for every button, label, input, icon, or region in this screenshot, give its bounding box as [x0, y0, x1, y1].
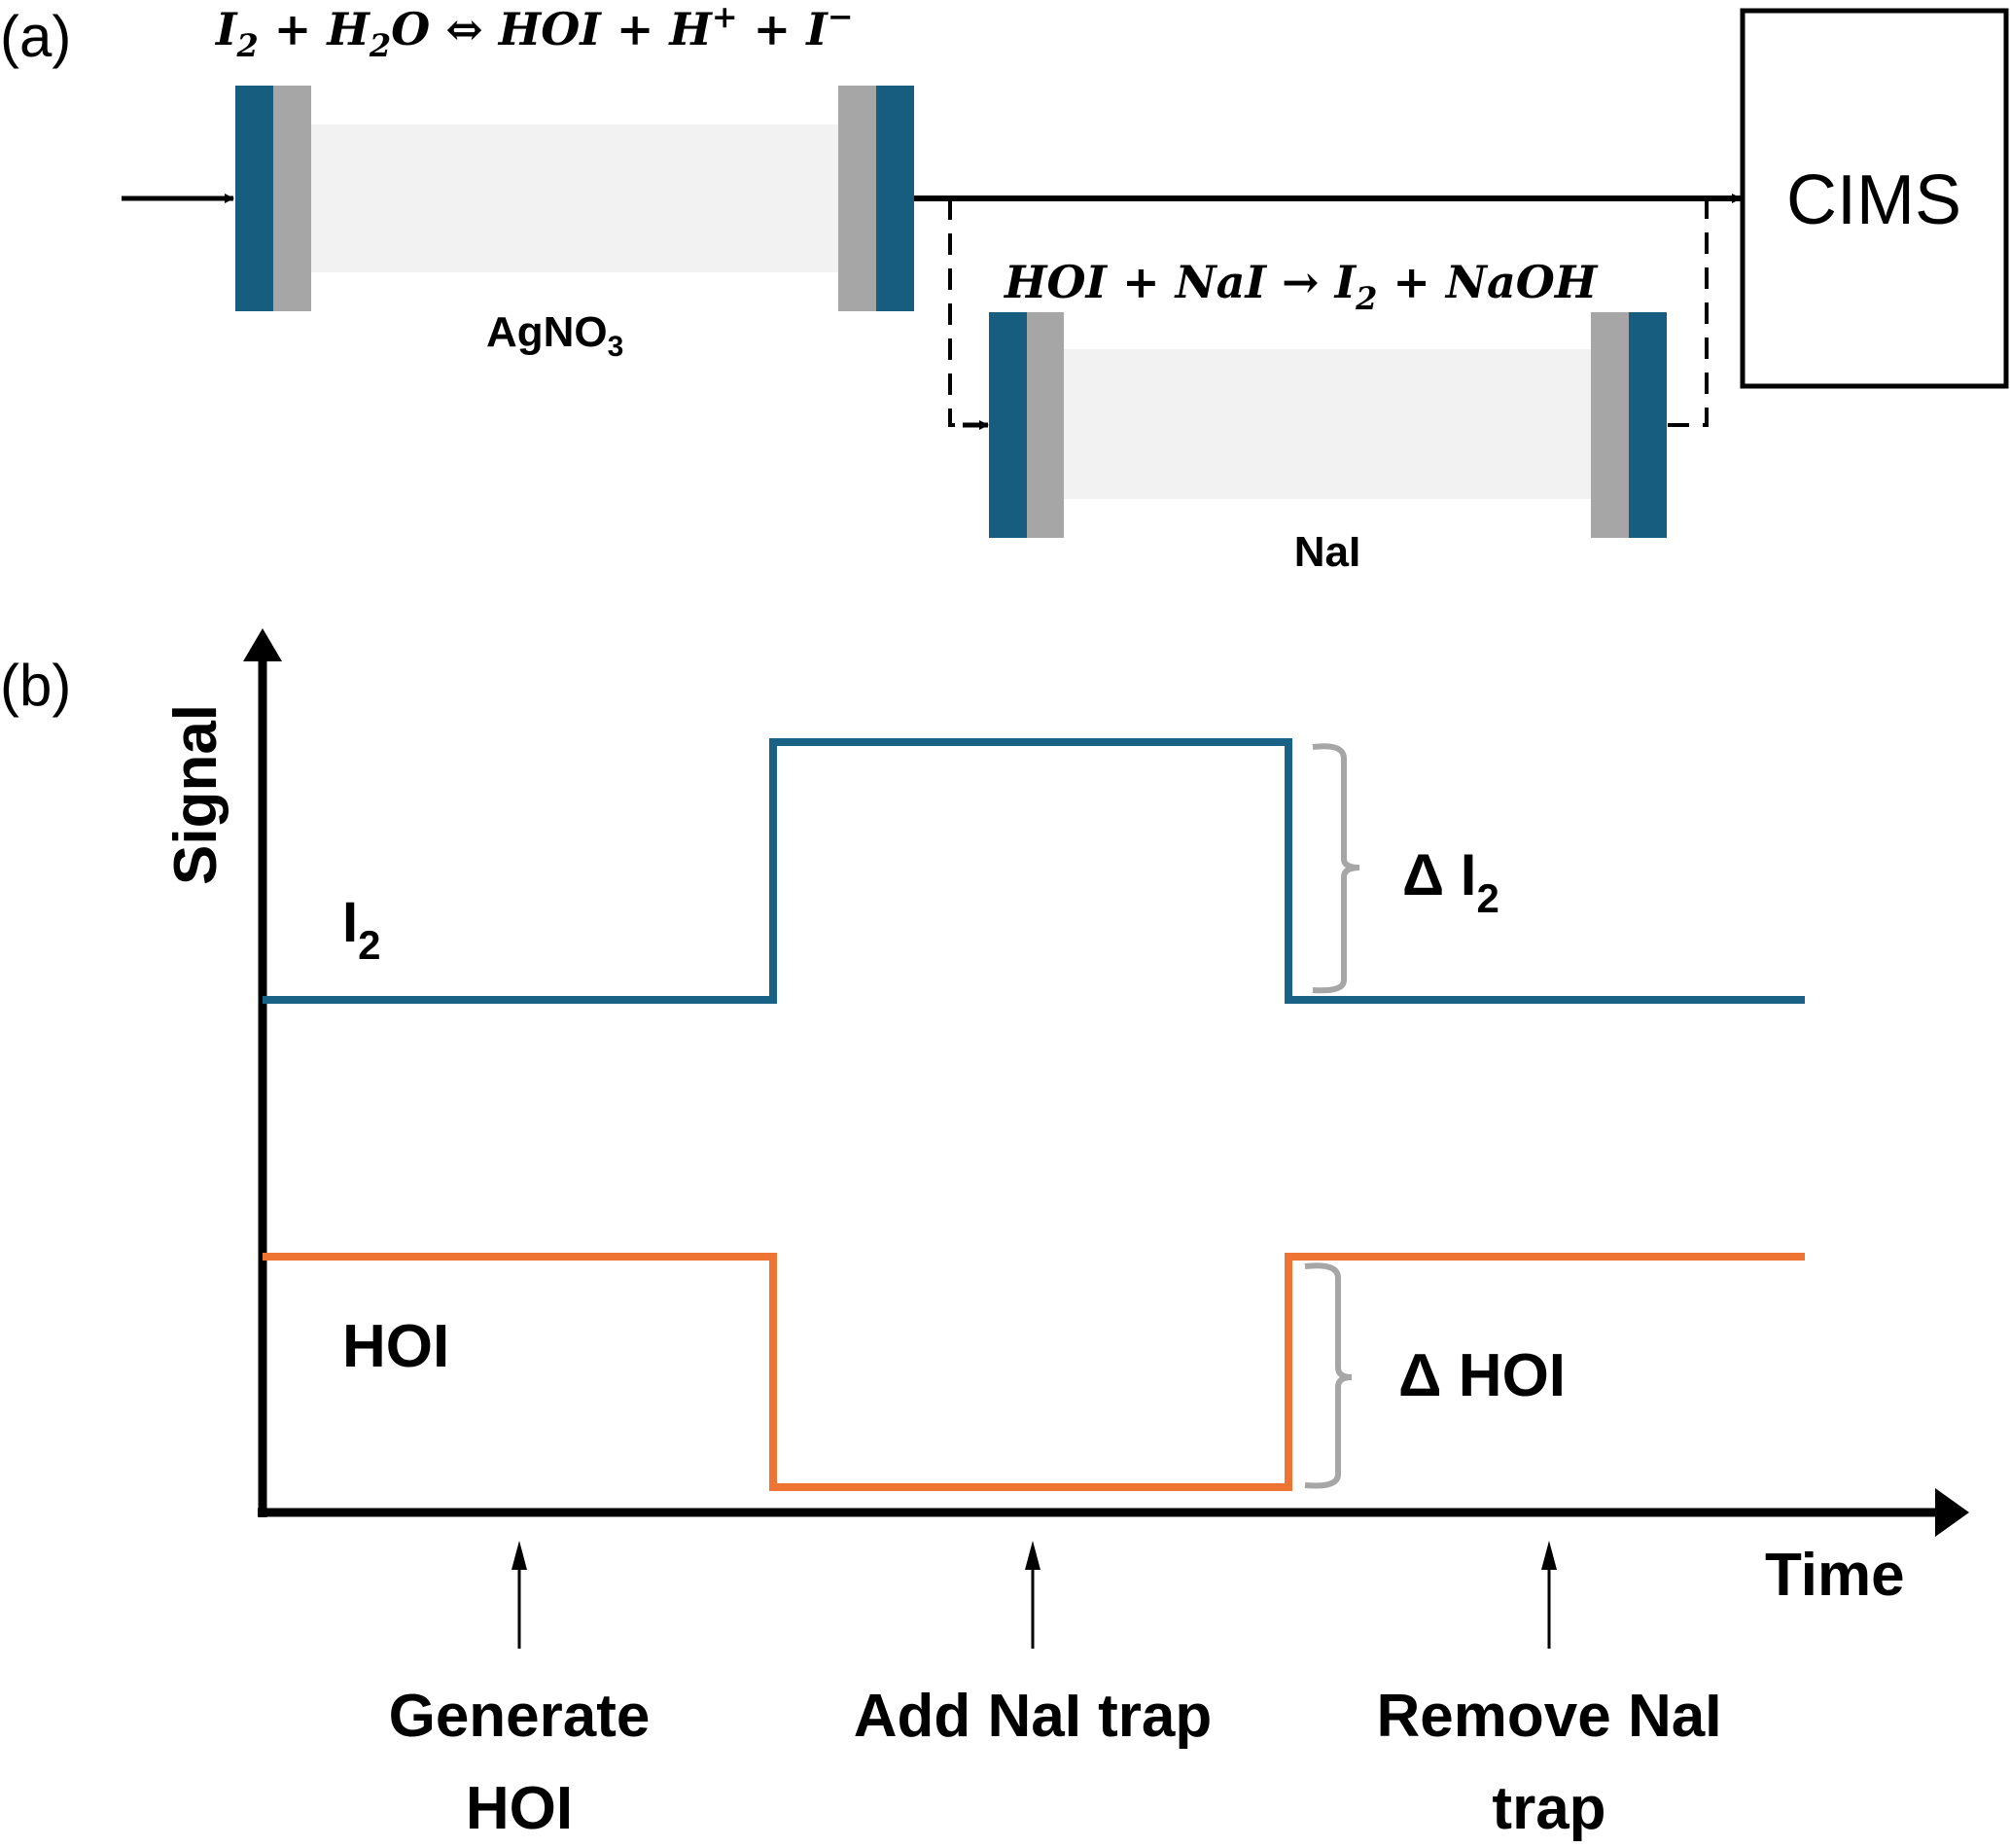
event-add-nai-trap: Add NaI trap	[854, 1541, 1213, 1750]
hoi-series-label: HOI	[342, 1313, 449, 1380]
event-arrowhead	[1541, 1541, 1557, 1570]
column-body	[311, 124, 838, 272]
left-endcap	[235, 86, 273, 311]
delta-i2-bracket	[1312, 743, 1360, 994]
y-axis-arrowhead	[243, 628, 282, 661]
event-label-line1: Add NaI trap	[854, 1683, 1213, 1750]
x-axis-arrowhead	[1935, 1488, 1969, 1537]
nai-bypass-outlet	[1668, 198, 1709, 427]
event-label-line1: Generate	[389, 1683, 651, 1750]
left-frit	[273, 86, 311, 311]
right-endcap	[1629, 312, 1667, 538]
i2-signal-line	[263, 738, 1805, 1004]
nai-column	[989, 312, 1667, 538]
agno3-label: AgNO3	[486, 308, 623, 363]
left-endcap	[989, 312, 1027, 538]
delta-hoi-bracket	[1304, 1262, 1353, 1489]
event-label-line2: HOI	[466, 1775, 573, 1842]
y-axis-label: Signal	[162, 704, 229, 885]
column-body	[1064, 349, 1591, 499]
event-generate-hoi: Generate HOI	[389, 1541, 651, 1842]
right-frit	[1591, 312, 1629, 538]
panel-b-label: (b)	[0, 653, 71, 718]
x-axis-label: Time	[1765, 1542, 1905, 1609]
event-remove-nai-trap: Remove NaI trap	[1377, 1541, 1722, 1842]
right-endcap	[876, 86, 914, 311]
delta-hoi-label: Δ HOI	[1398, 1342, 1566, 1409]
event-label-line2: trap	[1492, 1775, 1605, 1842]
series-layer	[263, 738, 1805, 1491]
left-frit	[1027, 312, 1064, 538]
i2-series-label: I2	[342, 891, 380, 968]
equation-hoi-trap: HOI + NaI → I2 + NaOH	[1003, 256, 1599, 317]
event-arrowhead	[1025, 1541, 1040, 1570]
right-frit	[838, 86, 876, 311]
equation-hoi-formation: I2 + H2O ⇔ HOI + H+ + I−	[214, 0, 854, 64]
event-arrowhead	[511, 1541, 527, 1570]
cims-label: CIMS	[1786, 161, 1961, 239]
nai-label: NaI	[1294, 528, 1360, 576]
panel-a-label: (a)	[0, 4, 71, 69]
event-label-line1: Remove NaI	[1377, 1683, 1722, 1750]
nai-bypass-inlet	[948, 198, 982, 427]
agno3-column	[235, 86, 914, 311]
delta-i2-label: Δ I2	[1402, 842, 1499, 921]
hoi-signal-line	[263, 1253, 1805, 1491]
cims-detector	[1740, 8, 2009, 389]
